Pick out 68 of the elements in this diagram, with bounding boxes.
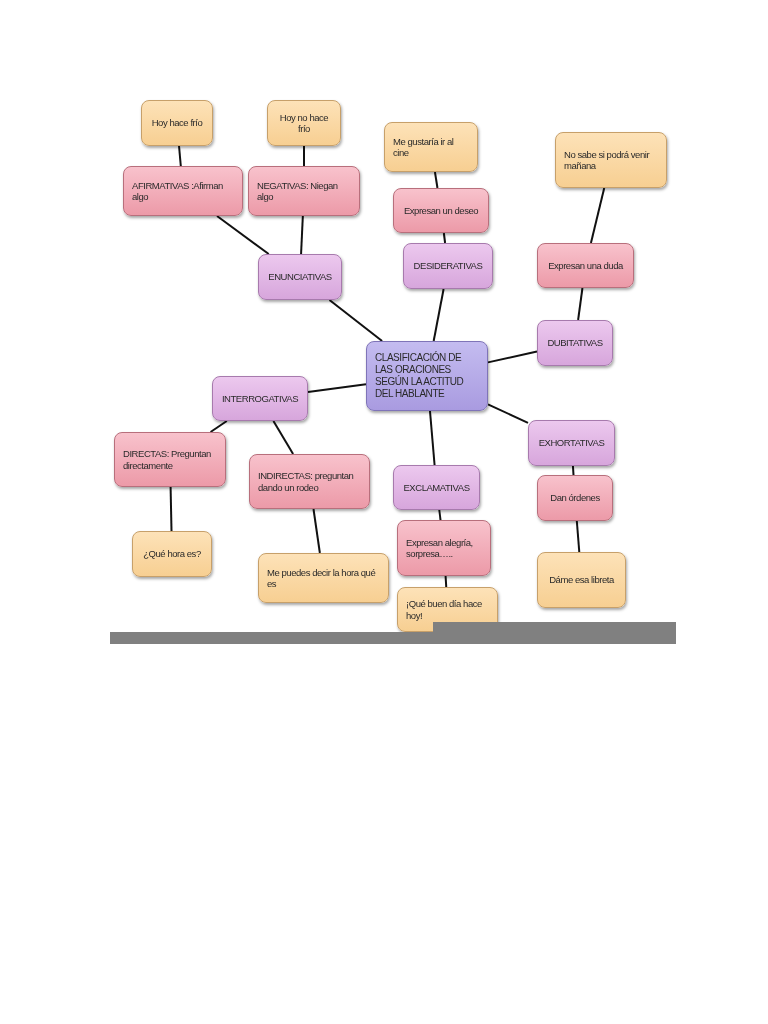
concept-box [212,376,308,421]
concept-box [397,520,491,576]
concept-box [123,166,243,216]
concept-box [393,188,489,233]
connector-line [589,187,606,244]
connector-line [429,410,436,466]
connector-line [272,420,295,455]
box-text: CLASIFICACIÓN DE LAS ORACIONES SEGÚN LA ACTITUD DEL HABLANTE [375,352,465,400]
box-text: No sabe si podrá venir mañana [564,148,651,172]
concept-box [537,320,613,366]
box-text: Hoy hace frío [151,117,203,129]
connector-line [178,145,182,167]
bottom-bar [110,622,676,644]
concept-box [393,465,480,510]
connector-line [209,420,228,433]
connector-line [328,299,384,342]
box-text: INTERROGATIVAS [221,392,299,405]
box-text: Expresan alegría, sorpresa….. [406,536,474,560]
concept-box [249,454,370,509]
box-text: AFIRMATIVAS :Afirman algo [132,179,224,203]
central-concept-box [366,341,488,411]
box-text: NEGATIVAS: Niegan algo [257,179,339,203]
concept-box [384,122,478,172]
connector-line [432,288,445,342]
connector-line [307,383,367,394]
concept-box [132,531,212,577]
concept-box [267,100,341,146]
connector-line [571,465,575,476]
connector-line [216,215,270,255]
concept-box [403,243,493,289]
concept-box [258,254,342,300]
box-text: ¡Qué buen día hace hoy! [406,598,483,621]
connector-line [438,509,442,521]
box-text: EXCLAMATIVAS [403,481,470,494]
connector-line [442,232,447,244]
connector-line [312,508,321,554]
box-text: Me gustaría ir al cine [393,135,455,159]
box-text: EXHORTATIVAS [538,437,605,449]
box-text: DIRECTAS: Preguntan directamente [123,448,212,471]
concept-box [537,243,634,288]
concept-box [248,166,360,216]
box-text: DESIDERATIVAS [413,260,483,272]
concept-box [537,552,626,608]
connector-line [487,350,538,364]
connector-line [487,403,529,424]
connector-line [444,575,448,588]
box-text: DUBITATIVAS [547,337,603,349]
concept-box [141,100,213,146]
connector-line [169,486,173,532]
box-text: INDIRECTAS: preguntan dando un rodeo [258,470,355,493]
concept-box [528,420,615,466]
concept-box [537,475,613,521]
box-text: Dáme esa libreta [549,574,614,586]
box-text: ENUNCIATIVAS [268,271,332,283]
concept-box [258,553,389,603]
connector-line [303,145,305,167]
concept-box [114,432,226,487]
connector-line [575,520,581,553]
box-text: Expresan un deseo [403,204,479,217]
box-text: Me puedes decir la hora qué es [267,566,377,590]
box-text: Hoy no hace frío [278,111,330,135]
concept-box [555,132,667,188]
connector-line [433,171,439,189]
box-text: ¿Qué hora es? [143,548,201,560]
connector-line [300,215,304,255]
box-text: Expresan una duda [548,259,623,272]
box-text: Dan órdenes [550,492,600,504]
connector-line [577,287,584,321]
